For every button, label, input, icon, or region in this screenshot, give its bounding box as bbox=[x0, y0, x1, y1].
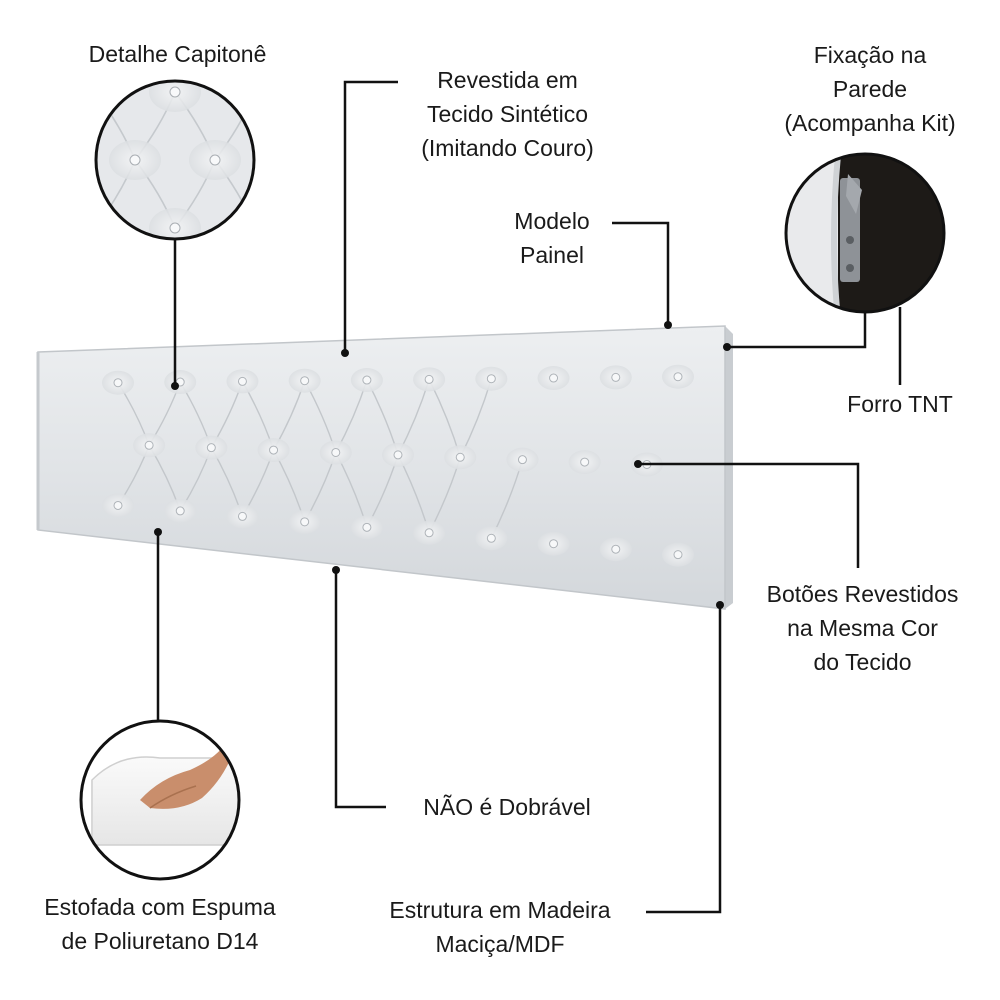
label-dobravel-line-1: NÃO é Dobrável bbox=[423, 794, 591, 820]
label-wall-mount: Fixação na Parede (Acompanha Kit) bbox=[750, 38, 990, 140]
label-estrutura-line-2: Maciça/MDF bbox=[435, 931, 565, 957]
wall-mount-kit-image bbox=[784, 152, 946, 314]
label-forro-line-1: Forro TNT bbox=[847, 391, 953, 417]
label-tecido-line-1: Revestida em bbox=[437, 67, 578, 93]
leader-botoes bbox=[638, 462, 860, 568]
capitone-detail-image bbox=[94, 79, 256, 241]
label-modelo-line-1: Modelo bbox=[514, 208, 590, 234]
label-estrutura-line-1: Estrutura em Madeira bbox=[389, 897, 611, 923]
label-fixacao-line-3: (Acompanha Kit) bbox=[784, 110, 956, 136]
leader-modelo bbox=[612, 221, 670, 325]
label-capitone-line-1: Detalhe Capitonê bbox=[88, 41, 267, 67]
label-espuma-line-1: Estofada com Espuma bbox=[44, 894, 276, 920]
headboard-panel bbox=[36, 325, 733, 610]
leader-lines bbox=[156, 80, 902, 914]
label-covered-buttons: Botões Revestidos na Mesma Cor do Tecido bbox=[740, 577, 985, 679]
label-fixacao-line-1: Fixação na bbox=[813, 42, 927, 68]
foam-image bbox=[79, 719, 241, 881]
leader-fixacao bbox=[727, 312, 867, 349]
label-espuma-line-2: de Poliuretano D14 bbox=[61, 928, 259, 954]
label-foam-padding: Estofada com Espuma de Poliuretano D14 bbox=[15, 890, 305, 958]
tufting-pattern bbox=[102, 364, 694, 567]
label-tecido-line-2: Tecido Sintético bbox=[426, 101, 589, 127]
label-fixacao-line-2: Parede bbox=[832, 76, 908, 102]
label-panel-model: Modelo Painel bbox=[492, 204, 612, 272]
leader-tecido bbox=[343, 80, 398, 353]
label-not-foldable: NÃO é Dobrável bbox=[392, 790, 622, 824]
label-modelo-line-2: Painel bbox=[520, 242, 584, 268]
leader-estrutura bbox=[646, 605, 722, 914]
label-wood-structure: Estrutura em Madeira Maciça/MDF bbox=[355, 893, 645, 961]
leader-dobravel bbox=[334, 570, 386, 809]
label-synthetic-fabric: Revestida em Tecido Sintético (Imitando … bbox=[385, 63, 630, 165]
leader-dots bbox=[154, 321, 731, 609]
label-botoes-line-2: na Mesma Cor bbox=[787, 615, 938, 641]
label-tecido-line-3: (Imitando Couro) bbox=[421, 135, 594, 161]
label-tnt-lining: Forro TNT bbox=[820, 387, 980, 421]
label-botoes-line-1: Botões Revestidos bbox=[766, 581, 959, 607]
label-capitone-detail: Detalhe Capitonê bbox=[60, 37, 295, 71]
label-botoes-line-3: do Tecido bbox=[813, 649, 912, 675]
